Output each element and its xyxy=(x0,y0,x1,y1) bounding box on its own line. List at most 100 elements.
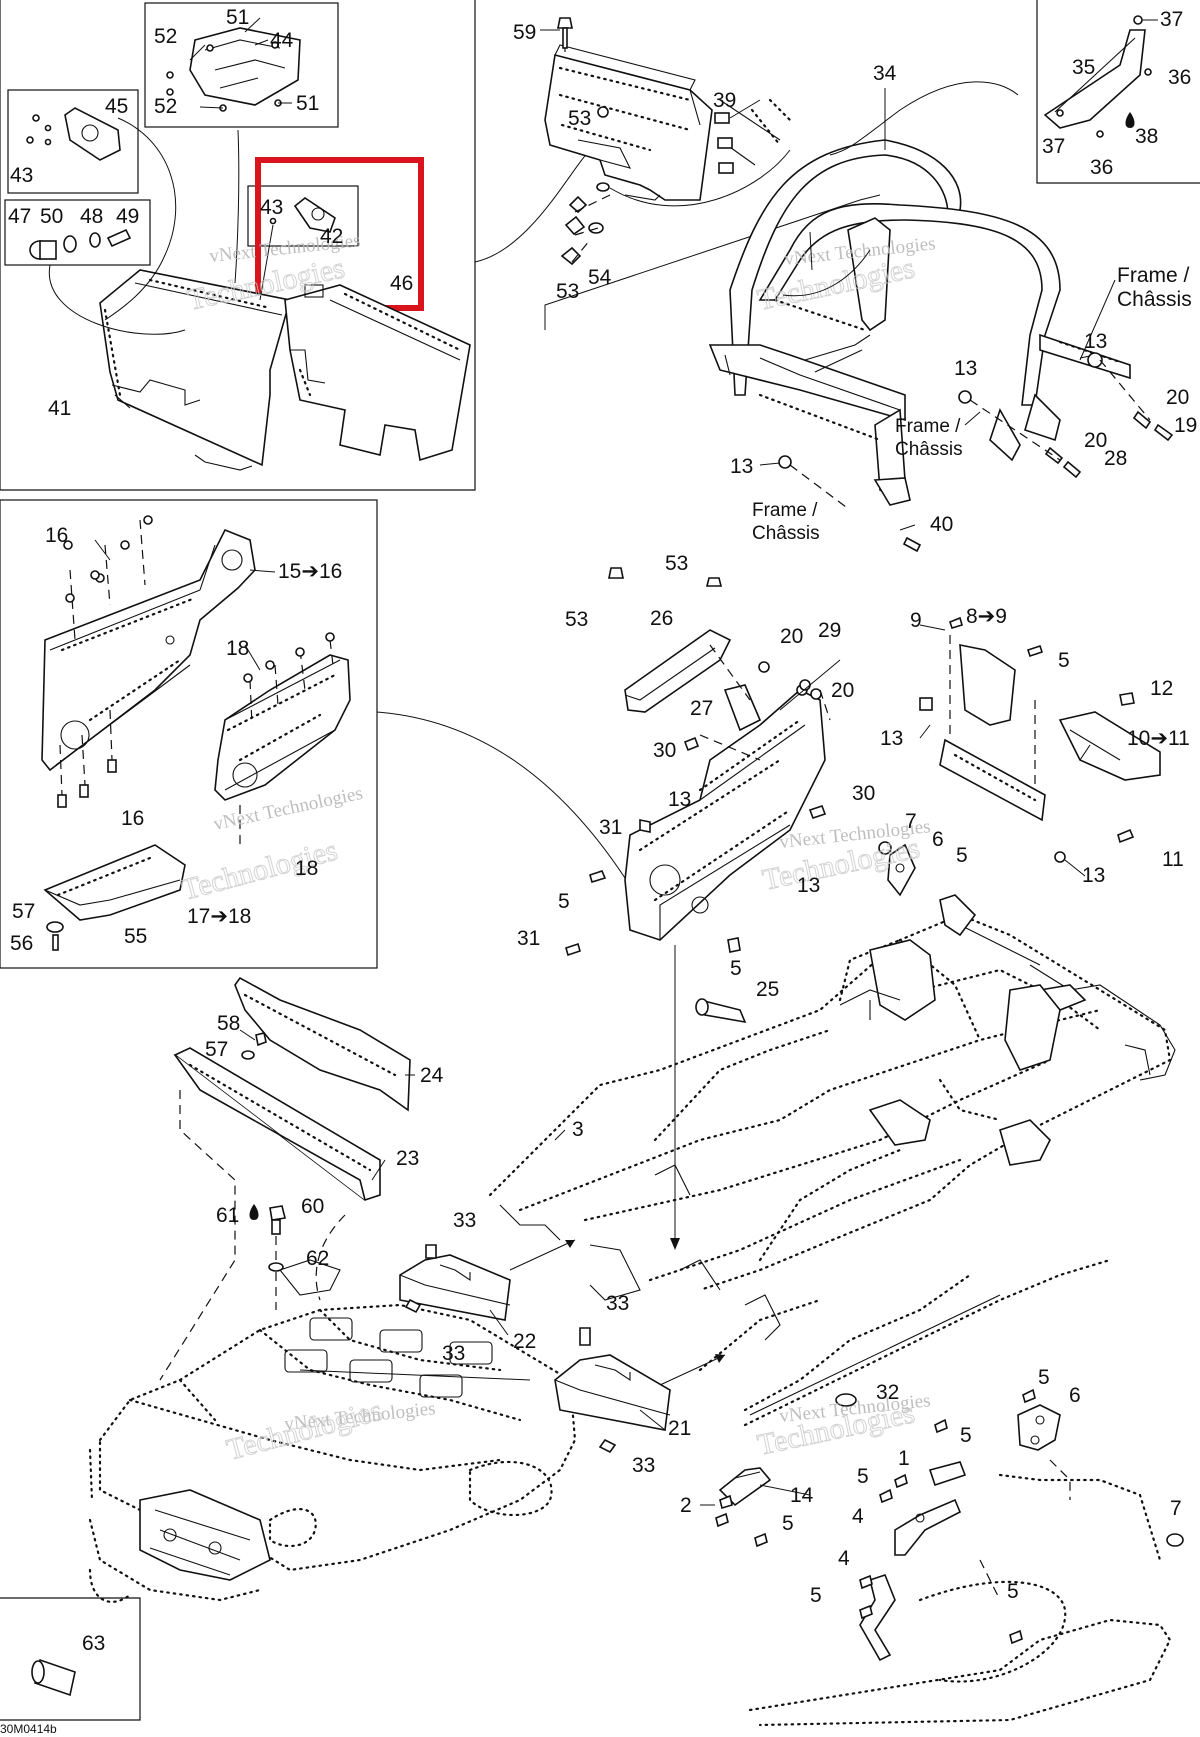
callout-13-roll-left: 13 xyxy=(730,455,753,478)
callout-5-center-right: 5 xyxy=(956,844,968,867)
callout-20-center: 20 xyxy=(831,679,854,702)
callout-57-lower: 57 xyxy=(205,1038,228,1061)
callout-8to9: 8➔9 xyxy=(966,605,1007,628)
side-panel-detail-frame xyxy=(0,499,378,969)
hardware-53-54 xyxy=(557,17,611,266)
callout-38: 38 xyxy=(1135,125,1158,148)
callout-60: 60 xyxy=(301,1195,324,1218)
callout-19: 19 xyxy=(1174,414,1197,437)
callout-63: 63 xyxy=(82,1632,105,1655)
arrow-22-head xyxy=(565,1240,575,1248)
spacer-47-50-48-49 xyxy=(29,228,132,260)
leader-44 xyxy=(234,129,240,284)
bracket-6-lower xyxy=(1017,1404,1061,1451)
callout-53-center-top: 53 xyxy=(665,552,688,575)
callout-23: 23 xyxy=(396,1147,419,1170)
panel-41 xyxy=(99,269,292,471)
spacer-detail-box xyxy=(4,199,151,266)
callout-5-left: 5 xyxy=(558,890,570,913)
fastener-hardware xyxy=(565,567,1135,957)
deflector-23 xyxy=(173,1032,381,1201)
bracket-44-assembly xyxy=(166,27,301,112)
bracket-45-detail-box xyxy=(7,89,139,194)
callout-61: 61 xyxy=(216,1204,239,1227)
frame-label-left-line2: Châssis xyxy=(752,523,820,544)
callout-13-center-low: 13 xyxy=(797,874,820,897)
bracket-8-10 xyxy=(939,635,1161,822)
roll-bar-hardware xyxy=(778,352,1174,553)
callout-52-top: 52 xyxy=(154,25,177,48)
callout-35: 35 xyxy=(1072,56,1095,79)
leader-top-center-to-bar xyxy=(544,194,881,330)
leader-to-top-panel xyxy=(474,149,591,263)
callout-5-lower-a: 5 xyxy=(960,1424,972,1447)
panel-24 xyxy=(234,976,411,1112)
callout-47: 47 xyxy=(8,205,31,228)
side-panel-17 xyxy=(214,632,351,850)
callout-21: 21 xyxy=(668,1417,691,1440)
bracket-detail-box xyxy=(144,2,339,128)
callout-46: 46 xyxy=(390,272,413,295)
callout-5-right-top: 5 xyxy=(1058,649,1070,672)
callout-44: 44 xyxy=(270,29,294,52)
callout-18-bottom: 18 xyxy=(295,857,318,880)
tube-detail-box xyxy=(0,1597,141,1721)
arrow-21 xyxy=(659,1354,726,1386)
leader-side-panels xyxy=(376,711,626,879)
callout-43-left: 43 xyxy=(10,164,33,187)
callout-54: 54 xyxy=(588,266,612,289)
callout-13-right: 13 xyxy=(880,727,903,750)
rear-fasteners xyxy=(715,1388,1184,1645)
callout-26: 26 xyxy=(650,607,673,630)
callout-50: 50 xyxy=(40,205,63,228)
callout-16-bottom: 16 xyxy=(121,807,144,830)
leader-45 xyxy=(104,117,177,321)
rear-bumper-region xyxy=(748,1459,1172,1727)
callout-3: 3 xyxy=(572,1118,584,1141)
callout-24: 24 xyxy=(420,1064,444,1087)
callout-leaders xyxy=(94,17,1158,1506)
leader-deflector xyxy=(159,1090,236,1381)
callout-5-center-low: 5 xyxy=(730,957,742,980)
callout-13-right-low: 13 xyxy=(1082,864,1105,887)
callout-37-bottom: 37 xyxy=(1042,135,1065,158)
center-arrow-head xyxy=(670,1238,680,1250)
leader-35-34 xyxy=(829,81,1019,156)
callout-53-bottom: 53 xyxy=(556,280,579,303)
arm-1-14 xyxy=(718,1461,967,1507)
roll-bar-34 xyxy=(708,139,1131,506)
bracket-6-upper xyxy=(887,843,916,897)
bracket-42-assembly xyxy=(269,197,336,233)
callout-34: 34 xyxy=(873,62,897,85)
callout-33-b: 33 xyxy=(442,1342,465,1365)
callout-labels: 51 52 44 52 51 45 43 47 50 48 49 43 42 4… xyxy=(0,6,1197,1736)
callout-36-top: 36 xyxy=(1168,66,1191,89)
arm-4-upper xyxy=(894,1498,962,1556)
bracket-42-detail-box xyxy=(247,185,359,247)
tube-63 xyxy=(31,1658,76,1697)
callout-33-d: 33 xyxy=(632,1454,655,1477)
callout-18-top: 18 xyxy=(226,637,249,660)
leader-23 xyxy=(315,1214,346,1301)
roll-bar-brace-detail-box xyxy=(1036,0,1200,184)
callout-28: 28 xyxy=(1104,447,1127,470)
callout-51-bottom: 51 xyxy=(296,92,319,115)
callout-5-lower-b: 5 xyxy=(857,1465,869,1488)
front-frame xyxy=(88,1259,577,1603)
callout-20-roll-top: 20 xyxy=(1166,386,1189,409)
callout-30-left: 30 xyxy=(653,739,676,762)
callout-41: 41 xyxy=(48,397,71,420)
callout-6-lower: 6 xyxy=(1069,1384,1081,1407)
callout-53-top: 53 xyxy=(568,107,591,130)
arrow-29 xyxy=(779,659,841,711)
main-bracket-assembly xyxy=(624,644,831,941)
panel-top-center xyxy=(544,28,792,201)
callout-59: 59 xyxy=(513,21,536,44)
callout-53-center: 53 xyxy=(565,608,588,631)
frame-label-right-line2: Châssis xyxy=(1117,288,1192,311)
bracket-45-assembly xyxy=(26,107,121,161)
callout-27: 27 xyxy=(690,697,713,720)
frame-label-center-line2: Châssis xyxy=(895,439,963,460)
leader-39 xyxy=(609,149,791,207)
